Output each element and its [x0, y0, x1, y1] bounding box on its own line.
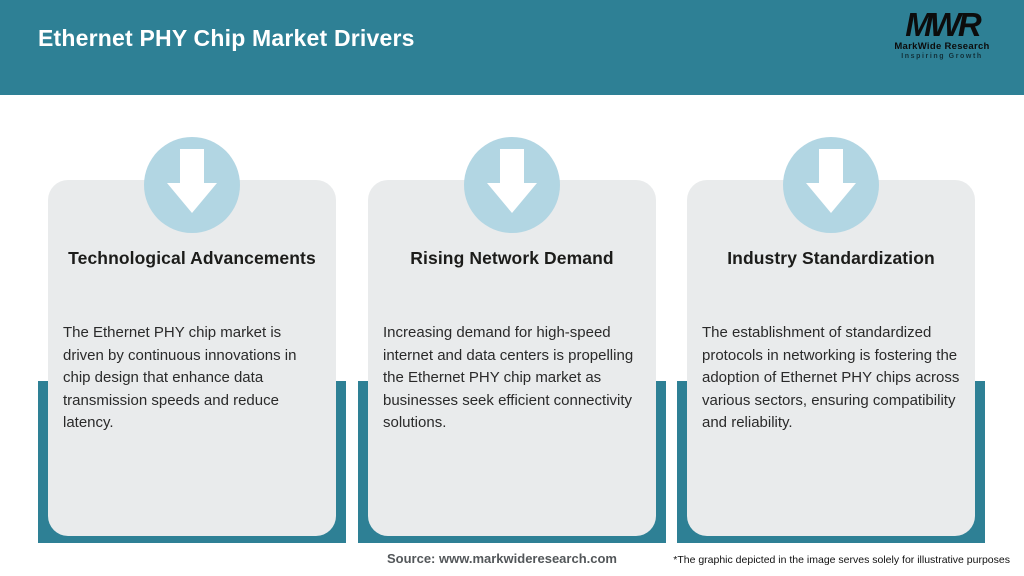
- card-title: Technological Advancements: [68, 248, 316, 268]
- card-title: Industry Standardization: [727, 248, 935, 268]
- driver-card: Technological Advancements The Ethernet …: [48, 180, 336, 536]
- logo-tagline: Inspiring Growth: [901, 53, 983, 60]
- header-band: Ethernet PHY Chip Market Drivers MWR Mar…: [0, 0, 1024, 95]
- card-title: Rising Network Demand: [410, 248, 614, 268]
- disclaimer-text: *The graphic depicted in the image serve…: [673, 554, 1010, 566]
- logo-monogram: MWR: [905, 6, 981, 43]
- card-body-text: Increasing demand for high-speed interne…: [383, 324, 634, 431]
- page-title: Ethernet PHY Chip Market Drivers: [38, 25, 415, 51]
- logo-name: MarkWide Research: [894, 41, 990, 52]
- arrow-down-icon: [144, 135, 240, 236]
- markwide-research-logo: MWR MarkWide Research Inspiring Growth: [882, 6, 1002, 60]
- card-body-text: The establishment of standardized protoc…: [702, 324, 960, 431]
- arrow-down-icon: [464, 135, 560, 236]
- driver-card: Industry Standardization The establishme…: [687, 180, 975, 536]
- driver-card: Rising Network Demand Increasing demand …: [368, 180, 656, 536]
- source-text: Source: www.markwideresearch.com: [386, 551, 617, 566]
- arrow-down-icon: [783, 135, 879, 236]
- icon-circle: [144, 137, 240, 233]
- card-body-text: The Ethernet PHY chip market is driven b…: [63, 324, 297, 431]
- icon-circle: [783, 137, 879, 233]
- icon-circle: [464, 137, 560, 233]
